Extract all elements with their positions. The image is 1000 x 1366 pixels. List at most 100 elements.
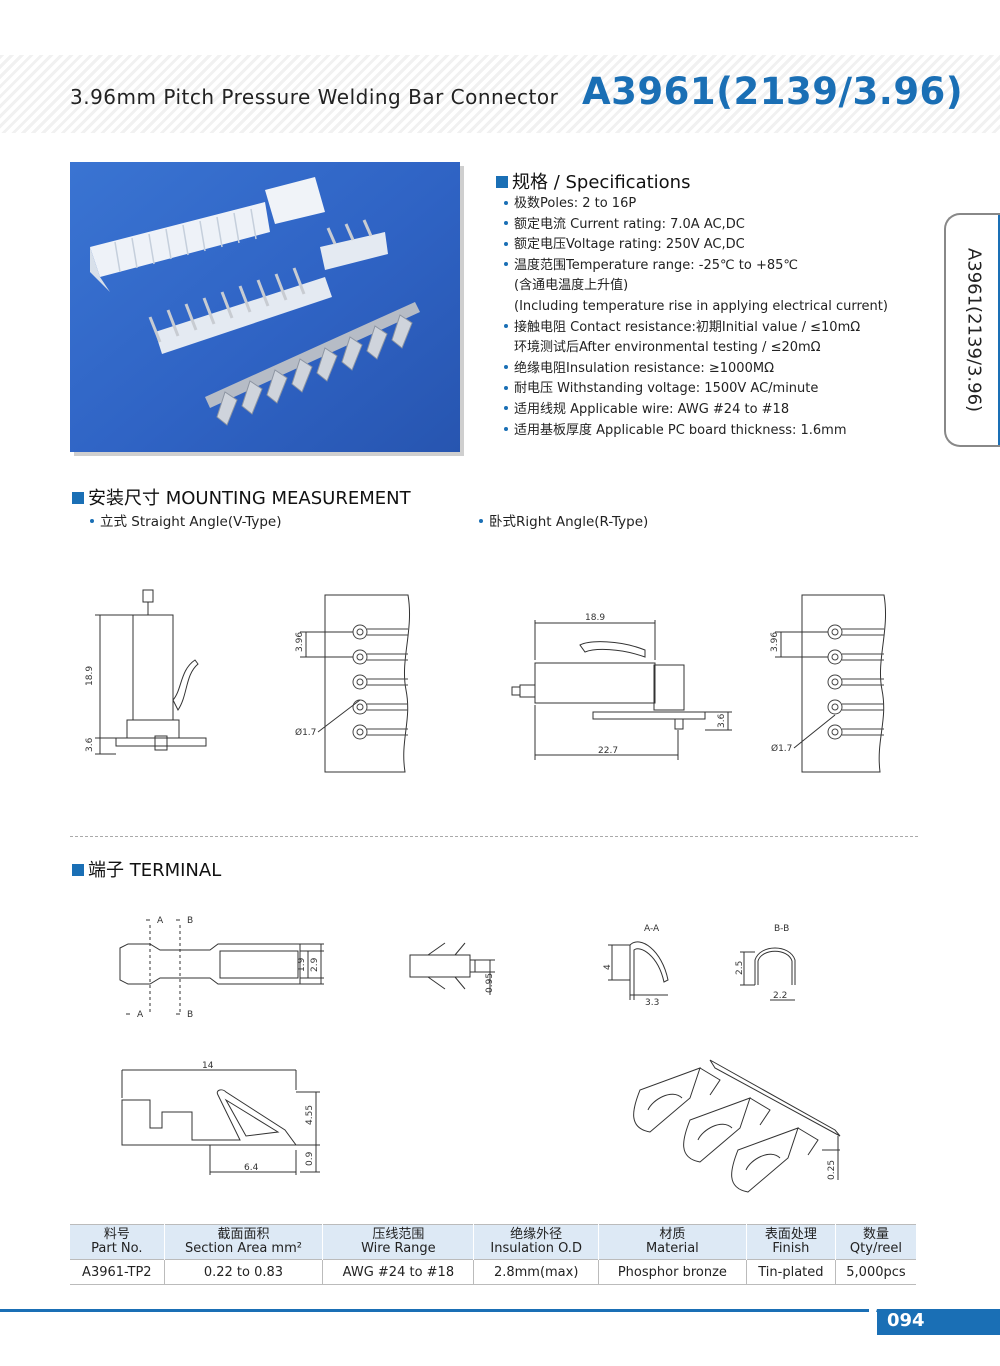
dim-pitch: 3.96 xyxy=(295,632,305,652)
header-stripes xyxy=(0,55,1000,133)
spec-item: 耐电压 Withstanding voltage: 1500V AC/minut… xyxy=(500,379,888,400)
section-divider xyxy=(70,836,918,837)
spec-text: 适用线规 Applicable wire: AWG #24 to #18 xyxy=(514,401,790,417)
product-photo xyxy=(70,162,460,452)
dim-3-3: 3.3 xyxy=(645,998,659,1008)
terminal-title: 端子 TERMINAL xyxy=(72,856,221,882)
terminal-strip xyxy=(216,314,413,426)
dim-14: 14 xyxy=(202,1061,214,1071)
spec-continuation: 环境测试后After environmental testing / ≤20mΩ xyxy=(514,340,821,356)
specifications-title-text: 规格 / Specifications xyxy=(512,172,691,193)
model-number: A3961(2139/3.96) xyxy=(582,70,964,113)
r-type-side-view xyxy=(511,620,732,760)
page-number-bar xyxy=(869,1309,1000,1335)
v-type-side-view xyxy=(95,589,207,755)
section-aa-view xyxy=(608,941,669,1000)
bullet-icon xyxy=(504,324,508,329)
dim-r-side: 3.6 xyxy=(717,713,727,728)
v-type-pcb-layout xyxy=(300,594,411,773)
spec-text: 极数Poles: 2 to 16P xyxy=(514,196,637,211)
dim-pitch-2: 3.96 xyxy=(770,632,780,652)
square-bullet-icon xyxy=(72,864,84,876)
dim-hole: Ø1.7 xyxy=(295,727,316,738)
table-cell: 2.8mm(max) xyxy=(473,1259,599,1285)
terminal-top-view xyxy=(119,919,324,1015)
bullet-icon xyxy=(504,241,508,246)
bullet-icon xyxy=(90,519,94,523)
table-cell: 5,000pcs xyxy=(835,1259,916,1285)
bullet-icon xyxy=(504,406,508,411)
straight-angle-label: 立式 Straight Angle(V-Type) xyxy=(86,510,281,530)
right-angle-text: 卧式Right Angle(R-Type) xyxy=(489,514,649,530)
spec-item: 额定电压Voltage rating: 250V AC,DC xyxy=(500,235,888,256)
section-b-top: B xyxy=(187,916,193,926)
bullet-icon xyxy=(479,519,483,523)
dim-r-top: 18.9 xyxy=(585,613,605,623)
table-cell: Tin-plated xyxy=(746,1259,836,1285)
dim-1-9: 1.9 xyxy=(297,957,307,972)
spec-item: 温度范围Temperature range: -25℃ to +85℃ xyxy=(500,256,888,277)
bullet-icon xyxy=(504,385,508,390)
dim-hole-2: Ø1.7 xyxy=(771,743,792,754)
dim-2-2: 2.2 xyxy=(773,991,787,1001)
dim-2-5: 2.5 xyxy=(735,961,745,975)
spec-text: 适用基板厚度 Applicable PC board thickness: 1.… xyxy=(514,422,847,438)
specifications-list: 极数Poles: 2 to 16P 额定电流 Current rating: 7… xyxy=(500,194,888,441)
r-type-pcb-layout xyxy=(775,594,887,773)
spec-item: 额定电流 Current rating: 7.0A AC,DC xyxy=(500,215,888,236)
bullet-icon xyxy=(504,262,508,267)
mounting-title-text: 安装尺寸 MOUNTING MEASUREMENT xyxy=(88,488,411,509)
square-bullet-icon xyxy=(496,176,508,188)
section-b-bottom: B xyxy=(187,1010,193,1020)
label-bb: B-B xyxy=(774,924,789,934)
spec-item: 接触电阻 Contact resistance:初期Initial value … xyxy=(500,318,888,339)
dim-r-bottom: 22.7 xyxy=(598,746,618,756)
section-a-bottom: A xyxy=(137,1010,144,1020)
table-cell: AWG #24 to #18 xyxy=(322,1259,475,1285)
terminal-strip-isometric xyxy=(633,1059,841,1193)
product-photo-illustration xyxy=(90,177,420,426)
spec-continuation: (含通电温度上升值) xyxy=(514,278,629,294)
terminal-end-view xyxy=(409,942,495,995)
section-bb-view xyxy=(740,947,796,1001)
spec-text: 温度范围Temperature range: -25℃ to +85℃ xyxy=(514,257,798,273)
bullet-icon xyxy=(504,221,508,226)
spec-item: 绝缘电阻Insulation resistance: ≥1000MΩ xyxy=(500,359,888,380)
spec-item: 极数Poles: 2 to 16P xyxy=(500,194,888,215)
dim-6-4: 6.4 xyxy=(244,1163,259,1173)
side-tab: A3961(2139/3.96) xyxy=(944,213,1000,447)
dim-4: 4 xyxy=(603,964,613,970)
wafer-pins xyxy=(148,267,306,343)
table-row: A3961-TP2 0.22 to 0.83 AWG #24 to #18 2.… xyxy=(70,1259,916,1285)
page-subtitle: 3.96mm Pitch Pressure Welding Bar Connec… xyxy=(70,85,559,109)
dim-2-9: 2.9 xyxy=(310,957,320,972)
dim-v-base: 3.6 xyxy=(85,737,95,752)
right-angle-label: 卧式Right Angle(R-Type) xyxy=(475,510,648,530)
bullet-icon xyxy=(504,200,508,205)
specifications-title: 规格 / Specifications xyxy=(496,168,690,194)
spec-item: 适用线规 Applicable wire: AWG #24 to #18 xyxy=(500,400,888,421)
section-a-top: A xyxy=(157,916,164,926)
spec-text: 绝缘电阻Insulation resistance: ≥1000MΩ xyxy=(514,360,775,376)
dim-0-9: 0.9 xyxy=(305,1151,315,1166)
dim-v-height: 18.9 xyxy=(85,666,95,686)
dim-0-95: 0.95 xyxy=(485,973,495,993)
square-bullet-icon xyxy=(72,492,84,504)
spec-text: 接触电阻 Contact resistance:初期Initial value … xyxy=(514,319,861,335)
page-number: 094 xyxy=(887,1310,925,1331)
spec-text: 额定电压Voltage rating: 250V AC,DC xyxy=(514,237,745,253)
table-cell: 0.22 to 0.83 xyxy=(164,1259,324,1285)
footer-line xyxy=(0,1309,877,1312)
terminal-title-text: 端子 TERMINAL xyxy=(88,860,222,881)
spec-text: 耐电压 Withstanding voltage: 1500V AC/minut… xyxy=(514,381,819,397)
dim-4-55: 4.55 xyxy=(305,1105,315,1125)
bullet-icon xyxy=(504,365,508,370)
dim-0-25: 0.25 xyxy=(827,1160,837,1180)
